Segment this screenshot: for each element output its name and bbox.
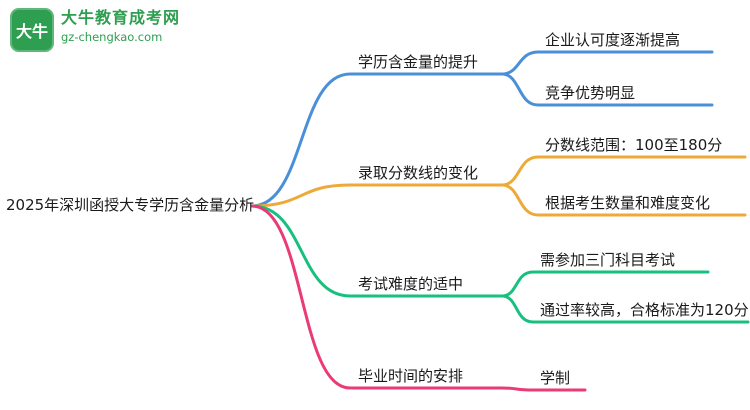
logo-text-block: 大牛教育成考网 gz-chengkao.com bbox=[61, 8, 180, 45]
leaf-node-three-subjects: 需参加三门科目考试 bbox=[540, 251, 676, 269]
branch-green-child1-link bbox=[500, 270, 710, 298]
leaf-node-pass-rate: 通过率较高，合格标准为120分 bbox=[540, 301, 749, 319]
branch-green-child2-link bbox=[500, 294, 750, 324]
branch-green-link bbox=[250, 204, 504, 298]
site-domain: gz-chengkao.com bbox=[61, 30, 163, 44]
branch-node-graduation: 毕业时间的安排 bbox=[358, 367, 464, 385]
logo-glyph: 大牛 bbox=[15, 22, 48, 41]
branch-node-quality: 学历含金量的提升 bbox=[358, 53, 479, 71]
leaf-node-score-variation: 根据考生数量和难度变化 bbox=[545, 194, 711, 212]
branch-blue-child1-link bbox=[500, 50, 714, 76]
leaf-node-score-range: 分数线范围：100至180分 bbox=[545, 136, 723, 154]
branch-orange-link bbox=[250, 183, 504, 208]
branch-pink-child1-link bbox=[500, 386, 587, 392]
branch-blue-link bbox=[250, 72, 504, 208]
site-logo: 大牛 大牛教育成考网 gz-chengkao.com bbox=[10, 8, 180, 52]
branch-node-difficulty: 考试难度的适中 bbox=[358, 275, 464, 293]
leaf-node-schooling-length: 学制 bbox=[540, 369, 571, 387]
branch-blue-child2-link bbox=[500, 72, 714, 107]
site-name: 大牛教育成考网 bbox=[61, 8, 181, 27]
logo-icon: 大牛 bbox=[10, 8, 54, 52]
branch-node-scoreline: 录取分数线的变化 bbox=[358, 164, 479, 182]
branch-orange-child1-link bbox=[500, 155, 747, 187]
branch-orange-child2-link bbox=[500, 183, 747, 217]
leaf-node-recognition: 企业认可度逐渐提高 bbox=[545, 31, 681, 49]
root-node: 2025年深圳函授大专学历含金量分析 bbox=[6, 196, 255, 214]
branch-pink-link bbox=[250, 204, 504, 390]
leaf-node-advantage: 竞争优势明显 bbox=[545, 84, 636, 102]
